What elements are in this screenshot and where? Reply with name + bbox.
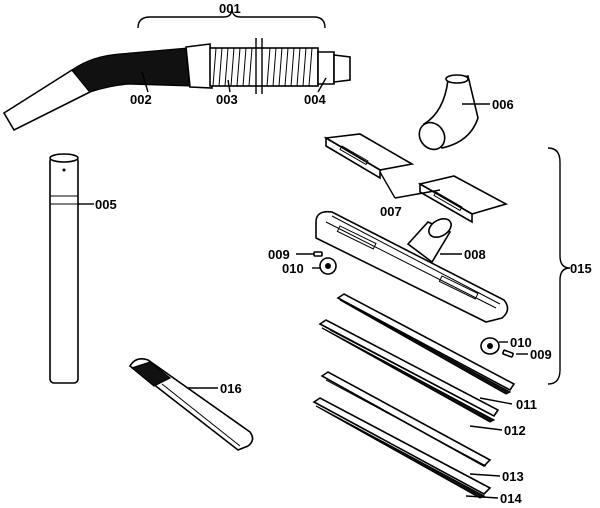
brush-strip-011	[336, 293, 516, 395]
label-005: 005	[95, 197, 117, 212]
wheel-left-part	[313, 251, 337, 275]
label-012: 012	[504, 423, 526, 438]
label-006: 006	[492, 97, 514, 112]
assembly-bracket-001	[137, 7, 326, 29]
blade-strip-014	[312, 397, 492, 499]
label-003: 003	[216, 92, 238, 107]
label-008: 008	[464, 247, 486, 262]
label-016: 016	[220, 381, 242, 396]
blade-strip-013	[320, 371, 492, 467]
wand-tube-part	[49, 153, 79, 384]
label-001: 001	[219, 1, 241, 16]
label-004: 004	[304, 92, 326, 107]
insert-plates-part	[323, 133, 509, 224]
leader-lines	[78, 71, 528, 499]
label-002: 002	[130, 92, 152, 107]
part-labels: 001 002 003 004 005 006 007 008 009 010 …	[95, 1, 592, 506]
label-011: 011	[516, 397, 537, 412]
label-009-right: 009	[530, 347, 552, 362]
label-007: 007	[380, 204, 402, 219]
elbow-adapter-part	[418, 74, 479, 151]
label-014: 014	[500, 491, 522, 506]
label-009-left: 009	[268, 247, 290, 262]
hose-handle-part	[2, 38, 351, 132]
label-010-right: 010	[510, 335, 532, 350]
brush-strip-012	[318, 319, 500, 423]
wheel-right-part	[480, 337, 514, 358]
label-015: 015	[570, 261, 592, 276]
floor-nozzle-part	[315, 210, 509, 323]
assembly-bracket-015	[547, 147, 571, 385]
label-010-left: 010	[282, 261, 304, 276]
label-013: 013	[502, 469, 524, 484]
crevice-tool-part	[128, 358, 254, 451]
